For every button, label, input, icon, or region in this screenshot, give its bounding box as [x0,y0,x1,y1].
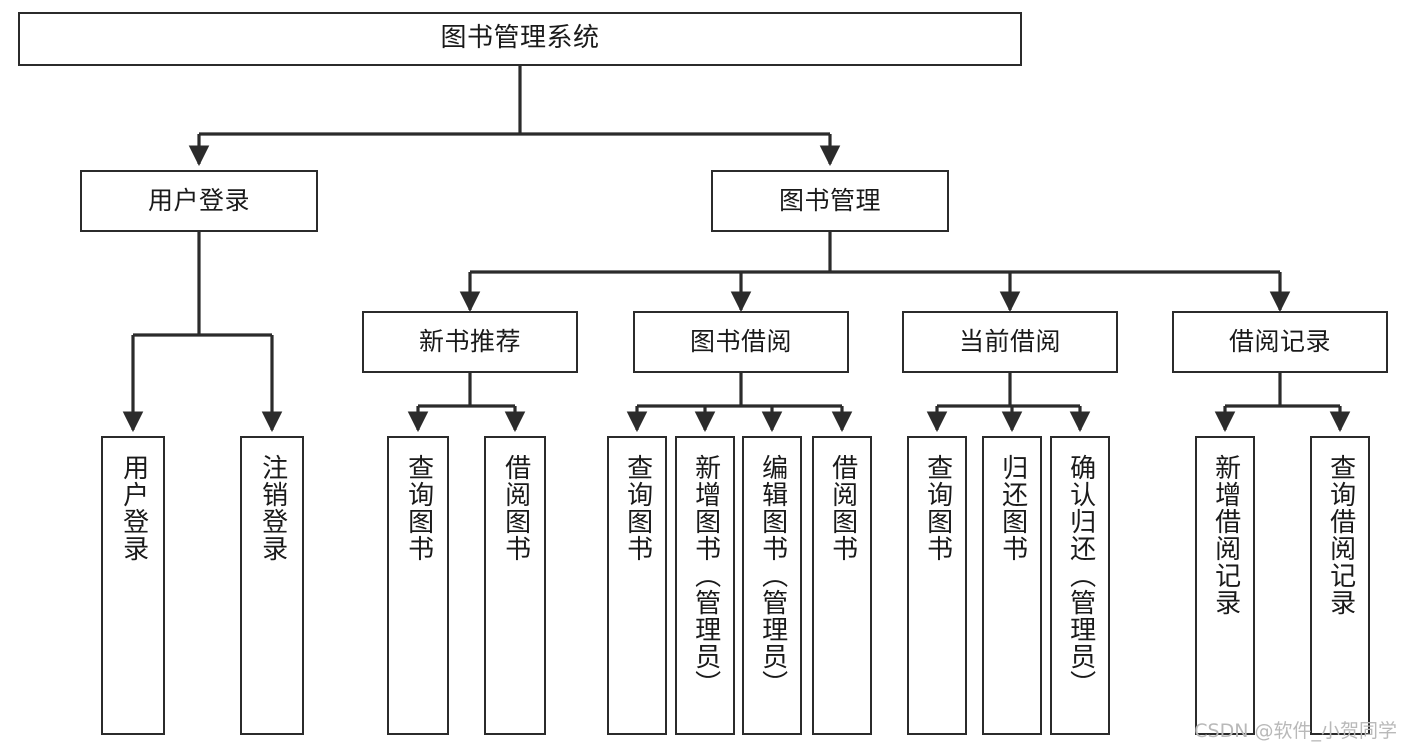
node-leaf-logout-login[interactable]: 注销登录 [240,436,304,735]
node-label: 借阅图书 [827,454,858,562]
node-label: 图书借阅 [689,327,792,356]
node-label: 确认归还（管理员） [1065,454,1096,697]
node-label: 新书推荐 [418,327,521,356]
node-leaf-query-book-1[interactable]: 查询图书 [387,436,449,735]
node-leaf-query-book-2[interactable]: 查询图书 [607,436,667,735]
node-leaf-add-book[interactable]: 新增图书（管理员） [675,436,735,735]
node-label: 查询借阅记录 [1325,454,1356,616]
node-label: 图书管理 [778,186,881,215]
csdn-watermark: CSDN @软件_小贺同学 [1194,720,1397,742]
node-label: 归还图书 [997,454,1028,562]
node-label: 借阅记录 [1228,327,1331,356]
node-leaf-borrow-book-1[interactable]: 借阅图书 [484,436,546,735]
node-label: 借阅图书 [500,454,531,562]
node-root-book-management-system[interactable]: 图书管理系统 [18,12,1022,66]
node-book-manage[interactable]: 图书管理 [711,170,949,232]
node-user-login[interactable]: 用户登录 [80,170,318,232]
node-current-borrow[interactable]: 当前借阅 [902,311,1118,373]
node-label: 查询图书 [922,454,953,562]
node-label: 新增图书（管理员） [690,454,721,697]
node-leaf-edit-book[interactable]: 编辑图书（管理员） [742,436,802,735]
node-leaf-borrow-book-2[interactable]: 借阅图书 [812,436,872,735]
node-label: 编辑图书（管理员） [757,454,788,697]
node-leaf-add-record[interactable]: 新增借阅记录 [1195,436,1255,735]
node-label: 用户登录 [118,454,149,562]
node-label: 用户登录 [147,186,250,215]
node-leaf-confirm-return[interactable]: 确认归还（管理员） [1050,436,1110,735]
node-leaf-query-book-3[interactable]: 查询图书 [907,436,967,735]
node-label: 图书管理系统 [440,23,600,54]
node-leaf-user-login[interactable]: 用户登录 [101,436,165,735]
node-label: 新增借阅记录 [1210,454,1241,616]
node-borrow-record[interactable]: 借阅记录 [1172,311,1388,373]
node-label: 查询图书 [622,454,653,562]
node-label: 查询图书 [403,454,434,562]
node-leaf-return-book[interactable]: 归还图书 [982,436,1042,735]
node-leaf-query-record[interactable]: 查询借阅记录 [1310,436,1370,735]
node-label: 当前借阅 [958,327,1061,356]
node-book-borrow[interactable]: 图书借阅 [633,311,849,373]
node-new-book-recommend[interactable]: 新书推荐 [362,311,578,373]
node-label: 注销登录 [257,454,288,562]
